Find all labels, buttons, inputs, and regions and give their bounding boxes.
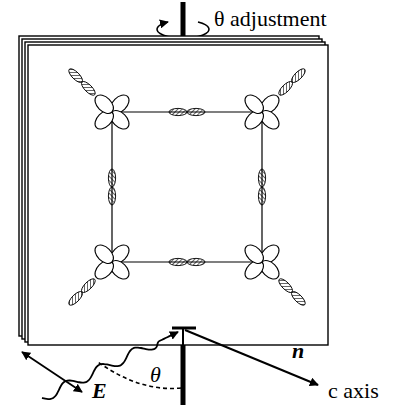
- oxygen-p-orbital: [169, 108, 205, 115]
- copper-d-orbital: [241, 241, 282, 282]
- oxygen-p-orbital: [277, 277, 308, 308]
- oxygen-p-orbital: [258, 169, 265, 205]
- axis-label: c axis: [328, 380, 379, 402]
- oxygen-p-orbital: [67, 67, 98, 98]
- oxygen-p-orbital: [67, 277, 98, 308]
- oxygen-p-orbital: [277, 67, 308, 98]
- crystal-stack: [19, 36, 328, 345]
- rotation-label: θ adjustment: [214, 8, 327, 30]
- angle-label: θ: [150, 364, 161, 386]
- normal-vector: [185, 330, 318, 385]
- rotation-rod: [181, 345, 186, 405]
- holder-stem: [182, 328, 184, 345]
- copper-d-orbital: [91, 91, 132, 132]
- polarization-arrow: [22, 352, 82, 392]
- photon-wave: [42, 332, 178, 399]
- copper-d-orbital: [241, 91, 282, 132]
- lattice-edge: [112, 112, 262, 262]
- copper-d-orbital: [91, 241, 132, 282]
- oxygen-p-orbital: [108, 169, 115, 205]
- oxygen-p-orbital: [169, 258, 205, 265]
- cuo2-lattice: [67, 67, 308, 308]
- normal-label: n: [292, 340, 304, 362]
- field-vector-label: E: [92, 380, 107, 402]
